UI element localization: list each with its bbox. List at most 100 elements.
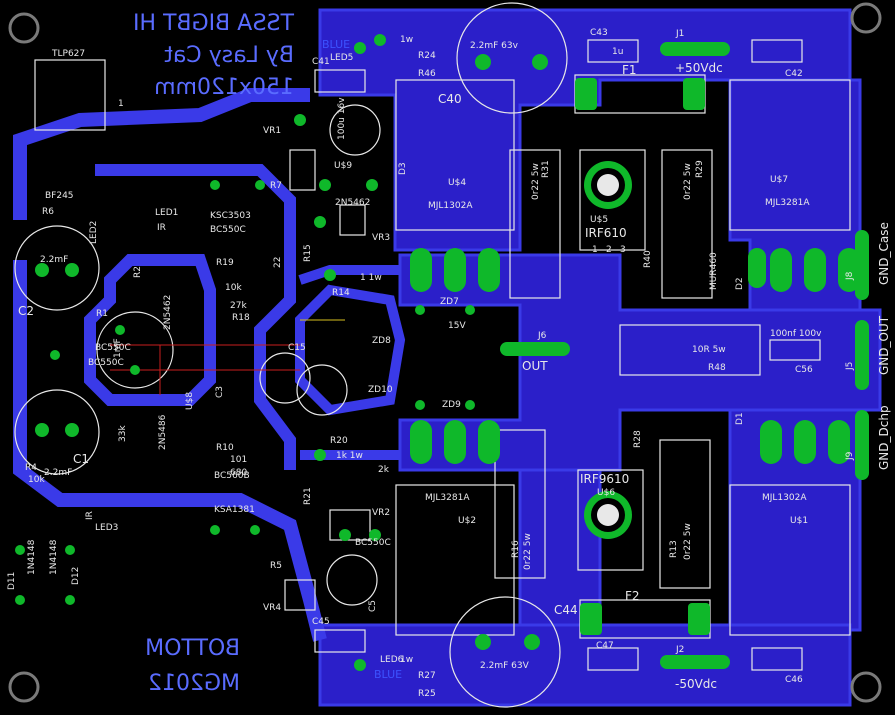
- label-blue-bottom: BLUE: [374, 668, 402, 681]
- label-c43: C43: [590, 28, 608, 38]
- pad-j8: [855, 230, 869, 300]
- outline-c100u-2: [326, 554, 378, 606]
- pads-layer: [15, 34, 869, 671]
- label-bc550-1: BC550C: [210, 225, 246, 235]
- label-2n5462-1: 2N5462: [335, 198, 370, 208]
- outline-vr1: [289, 149, 316, 191]
- mount-hole-top-left: [8, 12, 40, 44]
- pad-small-r: [65, 595, 75, 605]
- outline-c40: [456, 2, 568, 114]
- outline-c56: [769, 339, 821, 361]
- label-pin-2: 2: [606, 245, 612, 255]
- outline-r48: [619, 324, 761, 376]
- pad-small-n: [50, 350, 60, 360]
- top-marker: 1: [118, 99, 124, 109]
- outline-c2: [14, 225, 100, 311]
- label-c41: C41: [312, 57, 330, 67]
- copper-trace-loop-1: [95, 164, 296, 470]
- label-c1u: 1u: [612, 47, 623, 57]
- title-line-1: TSSA BIGBT HI: [133, 11, 295, 36]
- pad-j6: [500, 342, 570, 356]
- label-r20: R20: [330, 436, 348, 446]
- pad-small-t: [255, 180, 265, 190]
- pad-small-q: [15, 595, 25, 605]
- pad-u7-1: [770, 248, 792, 292]
- outline-vr4: [284, 579, 316, 611]
- mount-hole-bottom-right: [850, 671, 882, 703]
- pad-small-u: [210, 525, 220, 535]
- pad-u7-2: [804, 248, 826, 292]
- net-minus50: -50Vdc: [675, 677, 717, 691]
- bottom-line-1: BOTTOM: [145, 636, 240, 661]
- pad-small-o: [15, 545, 25, 555]
- label-u9-name: U$9: [334, 161, 352, 171]
- net-out: OUT: [522, 359, 548, 373]
- label-v-10k: 10k: [225, 283, 242, 293]
- label-d2: D2: [735, 277, 745, 290]
- label-ir-1: IR: [157, 223, 166, 233]
- label-c44-name: C44: [554, 603, 578, 617]
- label-u4-name: U$4: [448, 178, 466, 188]
- mount-hole-bottom-left: [8, 671, 40, 703]
- mount-hole-top-right: [850, 2, 882, 34]
- label-u2-name: U$2: [458, 516, 476, 526]
- label-u7-type: MJL3281A: [765, 198, 810, 208]
- pad-small-v: [250, 525, 260, 535]
- outline-c100u-3: [296, 364, 348, 416]
- label-zd9: ZD9: [442, 400, 461, 410]
- label-r21: R21: [303, 487, 313, 505]
- outline-c47: [587, 647, 639, 671]
- label-r13-val: 0r22 5w: [683, 523, 693, 560]
- label-pin-3: 3: [620, 245, 626, 255]
- pad-small-k: [354, 659, 366, 671]
- label-c2-value: 2.2mF: [40, 255, 68, 265]
- pad-c40-1: [475, 54, 491, 70]
- label-bc550-3: BC550C: [88, 358, 124, 368]
- outline-c15: [259, 352, 311, 404]
- label-vr3: VR3: [372, 233, 390, 243]
- outline-c1: [14, 389, 100, 475]
- trimmers: [584, 161, 632, 539]
- pad-small-p: [65, 545, 75, 555]
- pad-c44-1: [475, 634, 491, 650]
- pad-small-c: [294, 114, 306, 126]
- pad-small-m: [130, 365, 140, 375]
- label-j5: J5: [845, 362, 855, 371]
- label-c44-value: 2.2mF 63V: [480, 661, 530, 671]
- pad-j5: [855, 320, 869, 390]
- outline-c43: [587, 39, 639, 63]
- outline-c46: [751, 647, 803, 671]
- label-f2: F2: [625, 589, 640, 603]
- net-plus50: +50Vdc: [675, 61, 723, 75]
- label-j8: J8: [845, 271, 855, 281]
- copper-trace-loop-3: [295, 284, 406, 416]
- label-r24-val: 1w: [400, 35, 413, 45]
- outline-u1: [729, 484, 851, 636]
- label-c2-name: C2: [18, 304, 34, 318]
- bottom-block: BOTTOM MG2012: [145, 636, 240, 696]
- label-bc550-2: BC550C: [95, 343, 131, 353]
- label-u5-name: U$5: [590, 215, 608, 225]
- label-r24: R24: [418, 51, 436, 61]
- pad-j2: [660, 655, 730, 669]
- label-ir-2: IR: [85, 511, 95, 520]
- pad-u7b-1: [748, 248, 766, 288]
- copper-layer: [13, 8, 882, 707]
- trimmer-u5-core: [597, 174, 619, 196]
- label-zd7: ZD7: [440, 297, 459, 307]
- label-f1: F1: [622, 63, 637, 77]
- pad-u4-1: [410, 248, 432, 292]
- pad-small-f: [314, 216, 326, 228]
- label-r4: R4: [25, 463, 37, 473]
- label-r6: R6: [42, 207, 54, 217]
- label-c3: C3: [215, 386, 225, 398]
- pad-small-z: [465, 400, 475, 410]
- label-c45: C45: [312, 617, 330, 627]
- outline-r13: [659, 439, 711, 589]
- label-c40-value: 2.2mF 63v: [470, 41, 519, 51]
- label-r4-val: 10k: [28, 475, 45, 485]
- pad-u1-2: [794, 420, 816, 464]
- label-r48-val: 10R 5w: [692, 345, 726, 355]
- label-r14: R14: [332, 288, 350, 298]
- pad-c40-2: [532, 54, 548, 70]
